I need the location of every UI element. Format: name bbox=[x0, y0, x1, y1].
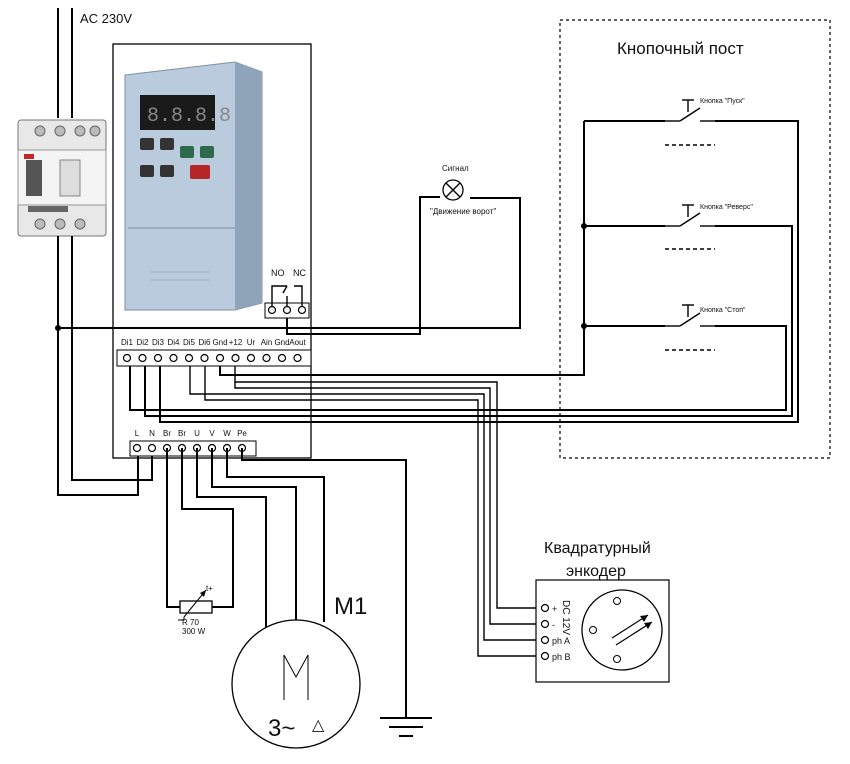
control-terminal-label: Di5 bbox=[183, 338, 196, 347]
encoder-wires bbox=[189, 366, 540, 657]
control-terminal-label: Ur bbox=[247, 338, 256, 347]
control-terminal-screw bbox=[153, 353, 163, 363]
power-terminal-label: Br bbox=[178, 429, 186, 438]
signal-wire bbox=[286, 196, 440, 335]
control-terminal-screw bbox=[122, 353, 132, 363]
control-terminal-label: Di6 bbox=[198, 338, 211, 347]
ground-icon bbox=[380, 717, 432, 737]
encoder-pin-pha: ph A bbox=[552, 636, 570, 646]
signal-lamp-icon bbox=[442, 179, 464, 201]
button-start-icon bbox=[665, 99, 715, 146]
button-reverse-label: Кнопка "Реверс" bbox=[700, 204, 753, 211]
relay-contact-icon bbox=[264, 285, 310, 319]
power-terminal-screw bbox=[132, 443, 142, 453]
circuit-breaker-icon bbox=[17, 119, 107, 237]
control-terminal-screw bbox=[169, 353, 178, 363]
resistor-wires bbox=[166, 448, 234, 608]
control-terminal-screw bbox=[200, 353, 209, 363]
control-terminal-label: Gnd bbox=[212, 338, 227, 347]
control-terminal-screw bbox=[231, 353, 240, 363]
control-terminal-screw bbox=[138, 353, 147, 363]
signal-label: Сигнал bbox=[442, 164, 469, 173]
power-terminal-label: L bbox=[135, 429, 140, 438]
control-terminal-screw bbox=[293, 353, 302, 363]
encoder-pin-plus: + bbox=[552, 604, 557, 614]
signal-caption: "Движение ворот" bbox=[430, 207, 496, 216]
control-terminal-screw bbox=[277, 353, 287, 363]
resistor-arrow-label: t+ bbox=[206, 584, 213, 593]
resistor-power: 300 W bbox=[182, 627, 206, 636]
power-terminal-label: Pe bbox=[237, 429, 247, 438]
supply-label: AC 230V bbox=[80, 11, 132, 26]
motor-name: M1 bbox=[334, 593, 367, 620]
braking-resistor-icon bbox=[178, 589, 213, 621]
control-terminal-screw bbox=[262, 353, 271, 363]
relay-label-no: NO bbox=[271, 268, 285, 278]
resistor-value: R 70 bbox=[182, 618, 199, 627]
control-terminal-label: Ain bbox=[261, 338, 273, 347]
encoder-pin-phb: ph B bbox=[552, 652, 571, 662]
control-terminal-label: Di2 bbox=[136, 338, 149, 347]
encoder-pin-minus: - bbox=[552, 620, 555, 630]
button-start-label: Кнопка "Пуск" bbox=[700, 98, 745, 105]
button-stop-icon bbox=[665, 304, 715, 351]
encoder-title-line2: энкодер bbox=[566, 563, 626, 580]
encoder-disc-icon bbox=[581, 589, 663, 671]
button-station-title: Кнопочный пост bbox=[617, 39, 744, 58]
control-terminal-label: Di3 bbox=[152, 338, 165, 347]
motor-phase: 3~ bbox=[268, 715, 295, 742]
mains-wires bbox=[55, 197, 521, 496]
button-stop-label: Кнопка "Стоп" bbox=[700, 307, 746, 314]
power-terminal-screw bbox=[147, 443, 157, 453]
svg-text:8.8.8.8: 8.8.8.8 bbox=[147, 105, 231, 128]
power-terminal-label: Br bbox=[163, 429, 171, 438]
control-terminal-label: Di1 bbox=[121, 338, 134, 347]
control-terminal-screws bbox=[122, 353, 302, 363]
encoder-supply-label: DC 12V bbox=[560, 600, 571, 635]
button-station-wires bbox=[129, 120, 799, 423]
encoder-title-line1: Квадратурный bbox=[544, 540, 651, 557]
encoder-terminals bbox=[540, 603, 550, 661]
motor-delta: △ bbox=[312, 717, 325, 734]
control-terminal-screw bbox=[246, 353, 256, 363]
control-terminal-label: Aout bbox=[289, 338, 306, 347]
power-terminal-label: U bbox=[194, 429, 200, 438]
motor-icon bbox=[231, 619, 361, 749]
control-terminal-screw bbox=[184, 353, 194, 363]
control-terminal-label: Di4 bbox=[167, 338, 180, 347]
power-terminal-label: V bbox=[209, 429, 215, 438]
button-station-frame bbox=[559, 19, 831, 459]
inverter-icon: 8.8.8.8 bbox=[124, 61, 263, 311]
control-terminal-label: Gnd bbox=[274, 338, 289, 347]
button-reverse-icon bbox=[665, 204, 715, 250]
power-terminal-label: W bbox=[223, 429, 231, 438]
control-terminal-screw bbox=[215, 353, 225, 363]
power-terminal-label: N bbox=[149, 429, 155, 438]
motor-wires bbox=[196, 448, 407, 718]
control-terminal-label: +12 bbox=[229, 338, 243, 347]
relay-label-nc: NC bbox=[293, 268, 306, 278]
control-terminal-block bbox=[116, 349, 312, 367]
supply-wires bbox=[57, 8, 73, 118]
